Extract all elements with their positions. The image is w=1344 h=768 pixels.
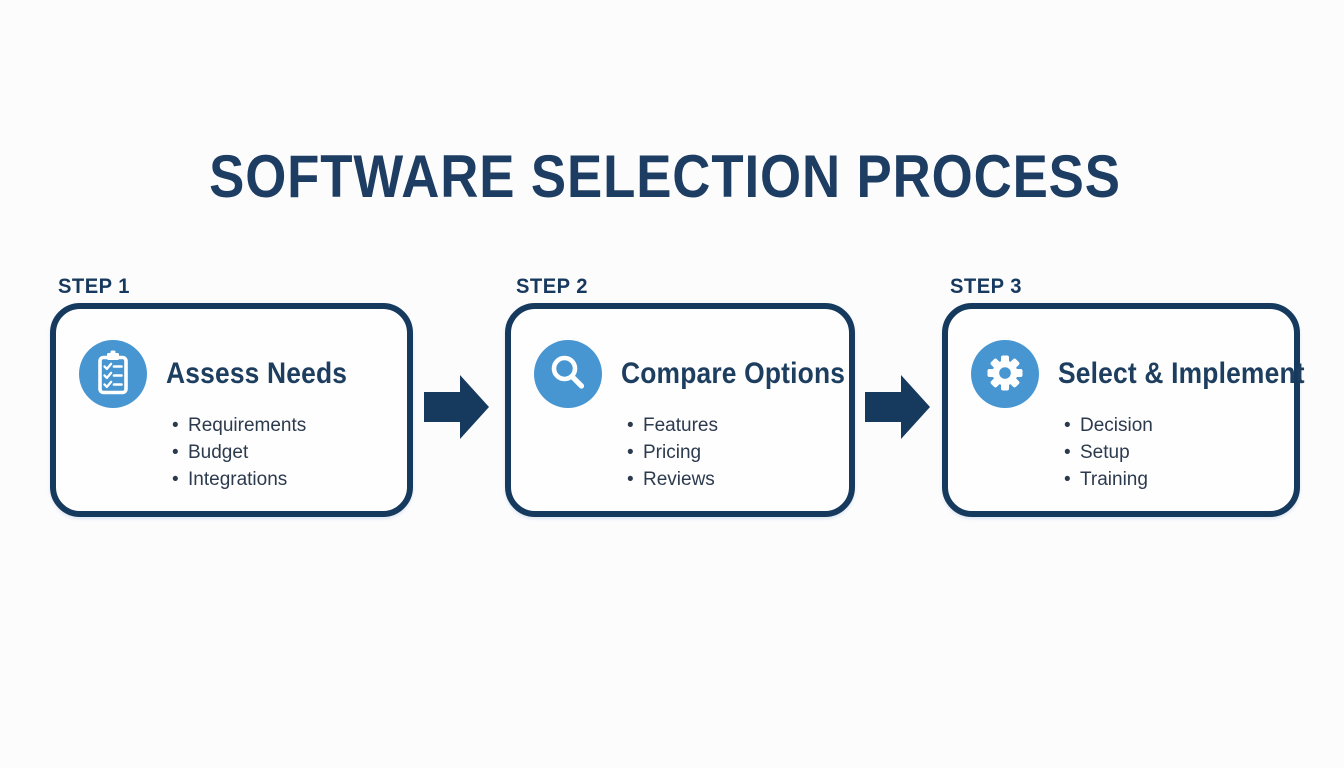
step2-content: Compare Options Features Pricing Reviews: [511, 309, 849, 493]
step1-box: Assess Needs Requirements Budget Integra…: [50, 303, 413, 517]
step3-label: STEP 3: [950, 275, 1022, 298]
step2-box: Compare Options Features Pricing Reviews: [505, 303, 855, 517]
step1-bullet: Requirements: [166, 412, 372, 439]
step2-label: STEP 2: [516, 275, 588, 298]
step1-bullet: Integrations: [166, 466, 372, 493]
step2-bullet: Features: [621, 412, 849, 439]
step2-bullet: Reviews: [621, 466, 849, 493]
step2-text: Compare Options Features Pricing Reviews: [621, 339, 849, 493]
step2-heading: Compare Options: [621, 357, 846, 390]
step1-heading: Assess Needs: [166, 357, 348, 390]
step1-text: Assess Needs Requirements Budget Integra…: [166, 339, 372, 493]
diagram-title: SOFTWARE SELECTION PROCESS: [209, 143, 1121, 210]
step2-bullet: Pricing: [621, 439, 849, 466]
arrow-right-icon: [424, 375, 489, 439]
step3-bullet: Training: [1058, 466, 1294, 493]
gear-icon: [971, 340, 1039, 408]
step3-bullet-list: Decision Setup Training: [1058, 412, 1294, 493]
step3-bullet: Decision: [1058, 412, 1294, 439]
step3-text: Select & Implement Decision Setup Traini…: [1058, 339, 1305, 493]
step3-bullet: Setup: [1058, 439, 1294, 466]
step2-bullet-list: Features Pricing Reviews: [621, 412, 849, 493]
step1-bullet-list: Requirements Budget Integrations: [166, 412, 372, 493]
step1-bullet: Budget: [166, 439, 372, 466]
step3-content: Select & Implement Decision Setup Traini…: [948, 309, 1305, 493]
step1-label: STEP 1: [58, 275, 130, 298]
arrow-right-icon: [865, 375, 930, 439]
step3-box: Select & Implement Decision Setup Traini…: [942, 303, 1305, 517]
clipboard-checklist-icon: [79, 340, 147, 408]
magnifier-icon: [534, 340, 602, 408]
step3-heading: Select & Implement: [1058, 357, 1305, 390]
step1-content: Assess Needs Requirements Budget Integra…: [56, 309, 407, 493]
